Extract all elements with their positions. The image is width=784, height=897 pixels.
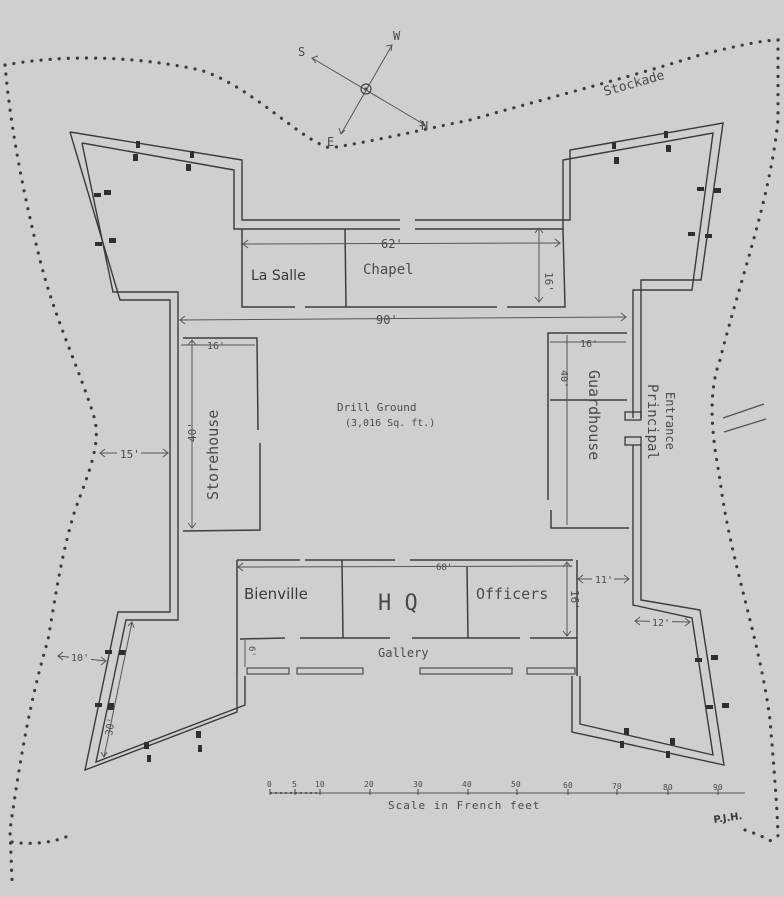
- dim-stockade-gap-sw: 10': [71, 653, 89, 664]
- storehouse-label: Storehouse: [204, 410, 222, 500]
- chapel-label: Chapel: [363, 262, 414, 278]
- scale-bar: [269, 789, 745, 795]
- dim-south-building-length: 68': [436, 563, 452, 573]
- officers-label: Officers: [476, 585, 548, 603]
- dim-storehouse-length: 40': [186, 422, 199, 442]
- fort-walls: [69, 122, 725, 772]
- svg-text:10: 10: [315, 780, 325, 789]
- principal-entrance-label-2: Entrance: [663, 392, 677, 450]
- southwest-bastion-dimensions: [57, 621, 135, 758]
- bienville-label: Bienville: [244, 585, 308, 603]
- dim-storehouse-width: 16': [207, 341, 225, 352]
- cannon-markers: [94, 131, 729, 762]
- dim-bastion-flank-se: 12': [652, 618, 670, 629]
- svg-text:5: 5: [292, 780, 297, 789]
- drill-ground-area: (3,016 Sq. ft.): [345, 418, 435, 429]
- stockade-line: [3, 38, 780, 882]
- interior-width-dimension: [179, 312, 627, 325]
- stockade-label: Stockade: [602, 68, 666, 100]
- guardhouse-building: [547, 332, 629, 529]
- dim-bastion-face-sw: 30': [104, 717, 118, 737]
- dim-stockade-gap-west: 15': [120, 448, 140, 461]
- compass-north-label: N: [421, 119, 428, 133]
- dim-curtain-offset-east: 11': [595, 575, 613, 586]
- svg-text:90: 90: [713, 783, 723, 792]
- gallery-label: Gallery: [378, 646, 429, 660]
- svg-text:70: 70: [612, 782, 622, 791]
- signature: P.J.H.: [713, 811, 743, 826]
- compass-south-label: S: [298, 45, 305, 59]
- hq-label: H Q: [378, 591, 418, 616]
- principal-entrance-label-1: Principal: [644, 384, 660, 460]
- svg-text:30: 30: [413, 780, 423, 789]
- dim-interior-width: 90': [376, 313, 398, 327]
- svg-text:60: 60: [563, 781, 573, 790]
- svg-text:80: 80: [663, 783, 673, 792]
- compass-west-label: W: [393, 29, 401, 43]
- dim-south-building-depth: 16': [568, 590, 581, 610]
- svg-text:50: 50: [511, 780, 521, 789]
- svg-text:20: 20: [364, 780, 374, 789]
- dim-north-building-length: 62': [381, 237, 403, 251]
- south-building: [236, 559, 578, 676]
- scale-tick-labels: 0 5 10 20 30 40 50 60 70 80 90: [267, 780, 723, 792]
- storehouse-building: [181, 337, 261, 532]
- dim-guardhouse-width: 16': [580, 339, 598, 350]
- svg-text:40: 40: [462, 780, 472, 789]
- la-salle-label: La Salle: [251, 268, 306, 284]
- dim-north-building-depth: 16': [542, 272, 555, 292]
- guardhouse-label: Guardhouse: [585, 370, 603, 460]
- scale-label: Scale in French feet: [388, 799, 540, 812]
- compass-east-label: E: [327, 135, 334, 149]
- dim-guardhouse-length: 40': [558, 370, 569, 388]
- compass-rose: S W E N: [298, 29, 428, 149]
- entrance-road: [722, 403, 767, 433]
- svg-text:0: 0: [267, 780, 272, 789]
- dim-gallery-depth: 6': [246, 646, 256, 657]
- north-building: [241, 227, 566, 308]
- drill-ground-label: Drill Ground: [337, 401, 416, 414]
